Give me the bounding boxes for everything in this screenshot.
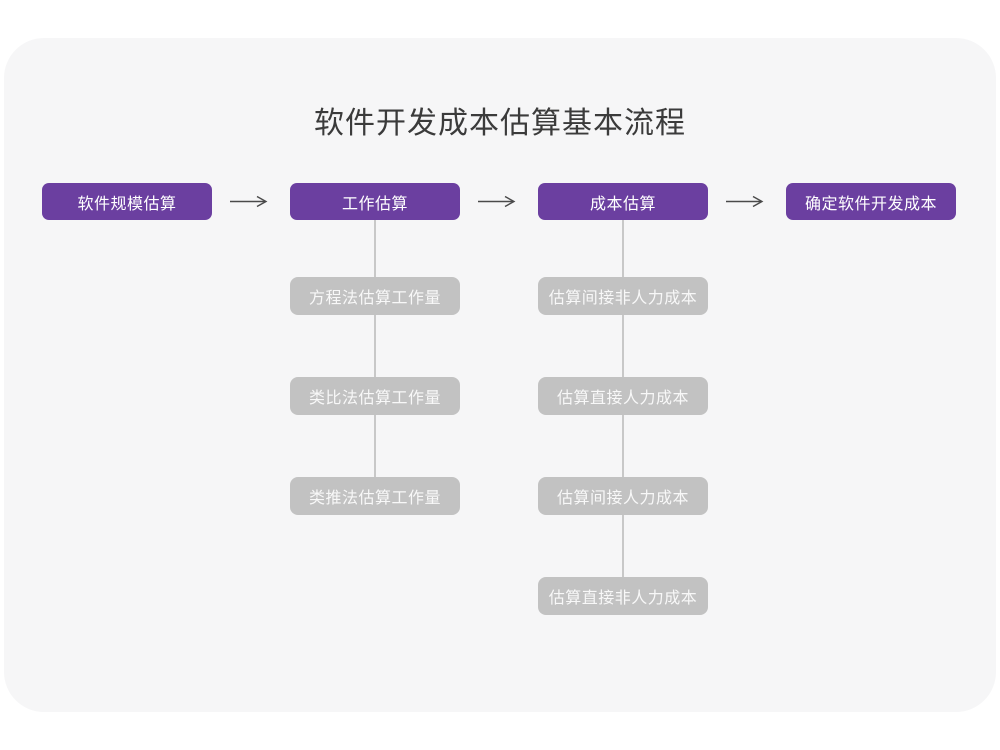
subnode-direct-nonlabor-cost: 估算直接非人力成本 <box>538 577 708 615</box>
subnode-equation-method: 方程法估算工作量 <box>290 277 460 315</box>
subnode-indirect-labor-cost: 估算间接人力成本 <box>538 477 708 515</box>
subnode-direct-labor-cost: 估算直接人力成本 <box>538 377 708 415</box>
subnode-indirect-nonlabor-cost: 估算间接非人力成本 <box>538 277 708 315</box>
right-arrow-icon <box>229 195 269 208</box>
node-determine-dev-cost: 确定软件开发成本 <box>786 183 956 220</box>
vertical-connector-work <box>374 219 376 496</box>
right-arrow-icon <box>477 195 517 208</box>
node-software-scale-estimation: 软件规模估算 <box>42 183 212 220</box>
node-cost-estimation: 成本估算 <box>538 183 708 220</box>
diagram-title: 软件开发成本估算基本流程 <box>314 107 686 140</box>
diagram-card <box>4 38 996 712</box>
subnode-extrapolation-method: 类推法估算工作量 <box>290 477 460 515</box>
node-work-estimation: 工作估算 <box>290 183 460 220</box>
subnode-analogy-method: 类比法估算工作量 <box>290 377 460 415</box>
right-arrow-icon <box>725 195 765 208</box>
